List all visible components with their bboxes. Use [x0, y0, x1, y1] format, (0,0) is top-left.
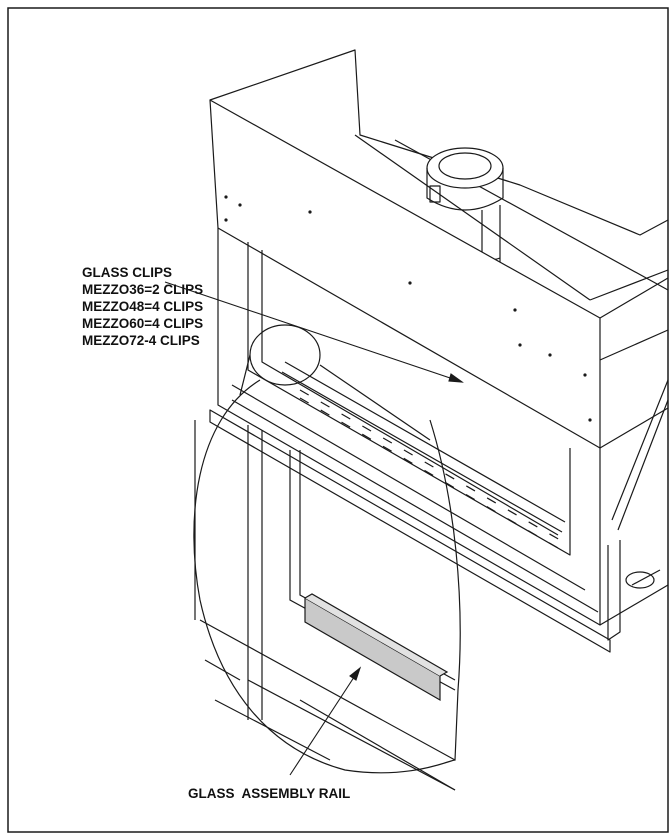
callout-leaders: [164, 281, 464, 776]
fireplace-unit-drawing: [209, 49, 669, 653]
base-flange: [209, 409, 611, 653]
page-border: [7, 7, 669, 833]
clip-count-mezzo48: MEZZO48=4 CLIPS: [82, 299, 204, 314]
vent-bracket: [429, 185, 441, 203]
vent-pipe-inner: [438, 152, 492, 180]
glass-clips-arrowhead: [448, 373, 464, 383]
detail-frame-vertical: [194, 420, 263, 720]
right-flange: [607, 540, 621, 641]
right-side-panel: [599, 277, 669, 626]
firebox-inner: [261, 250, 559, 536]
rail-arrowhead: [349, 666, 362, 681]
glass-assembly-rail: [304, 596, 441, 702]
vent-pipe-top: [426, 147, 504, 189]
clip-count-mezzo60: MEZZO60=4 CLIPS: [82, 316, 204, 331]
front-panel-screws: [224, 195, 592, 422]
clip-count-mezzo36: MEZZO36=2 CLIPS: [82, 282, 204, 297]
rail-dashes: [299, 389, 561, 549]
right-side-cable: [611, 379, 669, 531]
front-panel-lower: [217, 228, 601, 626]
clip-count-mezzo72: MEZZO72-4 CLIPS: [82, 333, 200, 348]
box-right-side: [589, 269, 669, 361]
firebox-bottom: [231, 384, 599, 613]
glass-clips-callout: GLASS CLIPS MEZZO36=2 CLIPS MEZZO48=4 CL…: [82, 264, 203, 349]
detail-lower-frame: [199, 619, 456, 791]
magnified-detail: [193, 354, 461, 791]
detail-leader-right: [319, 364, 431, 441]
glass-assembly-rail-top: [304, 593, 449, 677]
detail-floor-lines: [204, 659, 456, 791]
firebox-opening: [247, 242, 571, 556]
right-side-port-line: [631, 569, 661, 586]
glass-clips-leader: [164, 281, 463, 383]
detail-leader-left: [239, 354, 251, 396]
front-panel-upper: [209, 99, 601, 449]
right-side-port: [625, 571, 655, 589]
glass-assembly-rail-label: GLASS ASSEMBLY RAIL: [188, 786, 351, 801]
rail-leader: [289, 667, 361, 776]
glass-clips-title: GLASS CLIPS: [82, 265, 173, 280]
rail-main: [281, 361, 566, 533]
